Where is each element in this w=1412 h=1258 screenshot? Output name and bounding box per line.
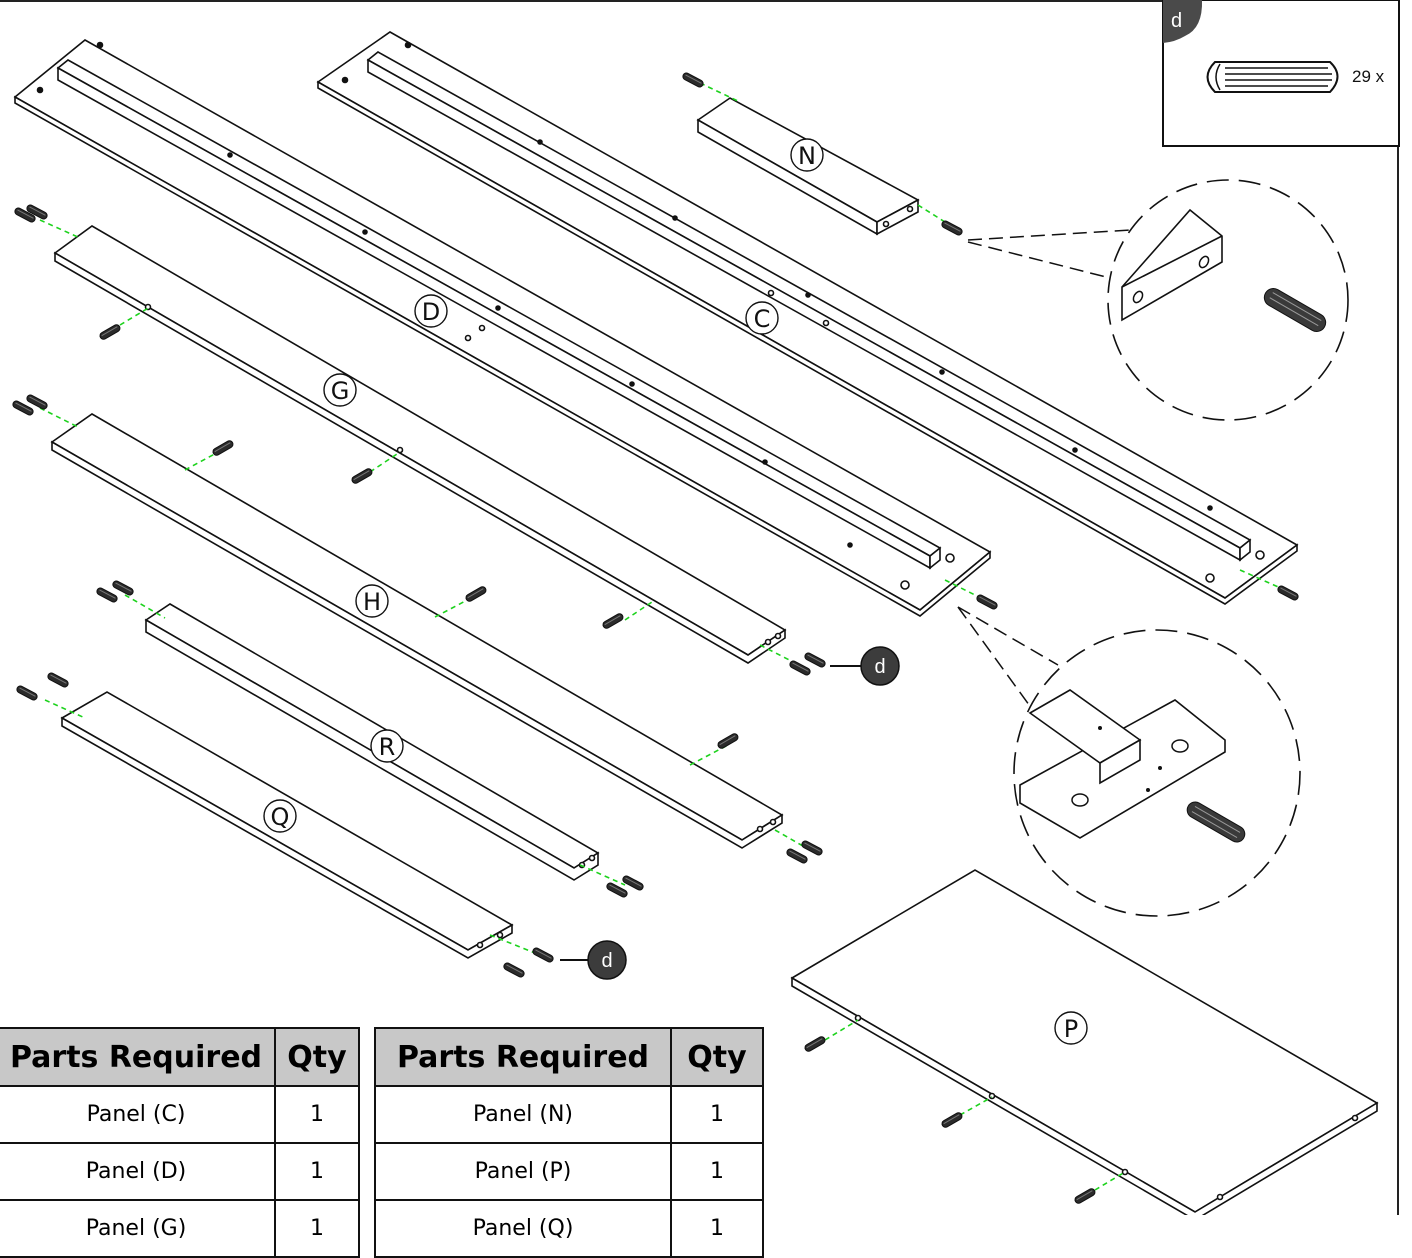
svg-text:D: D (422, 298, 440, 326)
label-p: P (1054, 1011, 1088, 1045)
hardware-count: 29 x (1352, 67, 1385, 86)
part-name: Panel (Q) (374, 1199, 672, 1258)
panel-p (790, 869, 1379, 1215)
hardware-code: d (1171, 10, 1182, 32)
part-name: Panel (D) (0, 1142, 276, 1201)
table-row: Panel (N) 1 (374, 1085, 764, 1144)
table-row: Panel (P) 1 (374, 1142, 764, 1201)
svg-text:d: d (874, 656, 885, 678)
detail-view-bottom (957, 606, 1301, 917)
parts-table-header: Parts Required Qty (374, 1027, 764, 1087)
panel-d (13, 39, 992, 617)
header-parts-required: Parts Required (374, 1027, 672, 1087)
svg-text:N: N (798, 142, 816, 170)
svg-text:G: G (331, 377, 350, 405)
label-n: N (790, 138, 824, 172)
panel-c (316, 31, 1299, 605)
hardware-callout-1: d (830, 646, 900, 686)
parts-table-right: Parts Required Qty Panel (N) 1 Panel (P)… (374, 1027, 764, 1258)
header-parts-required: Parts Required (0, 1027, 276, 1087)
detail-dowel-top (1263, 288, 1327, 332)
panel-r (144, 603, 600, 881)
label-h: H (355, 584, 389, 618)
panel-h (50, 413, 784, 849)
part-qty: 1 (274, 1199, 360, 1258)
table-row: Panel (G) 1 (0, 1199, 360, 1258)
part-name: Panel (G) (0, 1199, 276, 1258)
detail-view-top (967, 179, 1349, 421)
header-qty: Qty (670, 1027, 764, 1087)
part-name: Panel (P) (374, 1142, 672, 1201)
assembly-diagram: d 29 x (11, 0, 1400, 1215)
svg-text:Q: Q (271, 803, 290, 831)
hardware-code-tab (1163, 0, 1203, 43)
label-d: D (414, 294, 448, 328)
svg-text:d: d (601, 950, 612, 972)
svg-text:P: P (1064, 1015, 1078, 1043)
diagram-frame (0, 0, 1399, 1215)
parts-table-left: Parts Required Qty Panel (C) 1 Panel (D)… (0, 1027, 360, 1258)
label-c: C (745, 301, 779, 335)
hardware-callout-2: d (560, 940, 627, 980)
part-name: Panel (C) (0, 1085, 276, 1144)
part-qty: 1 (274, 1142, 360, 1201)
hardware-legend: d 29 x (1162, 0, 1400, 147)
svg-text:H: H (363, 588, 381, 616)
parts-table-header: Parts Required Qty (0, 1027, 360, 1087)
panel-g (53, 225, 787, 664)
part-qty: 1 (670, 1085, 764, 1144)
part-qty: 1 (670, 1199, 764, 1258)
table-row: Panel (D) 1 (0, 1142, 360, 1201)
part-qty: 1 (670, 1142, 764, 1201)
label-g: G (323, 373, 357, 407)
panel-labels: N D C G H R Q P (263, 138, 1088, 1045)
dowel-icon (1206, 61, 1339, 93)
table-row: Panel (Q) 1 (374, 1199, 764, 1258)
label-q: Q (263, 799, 297, 833)
detail-dowel-bottom (1186, 801, 1246, 843)
svg-text:C: C (754, 305, 771, 333)
svg-text:R: R (379, 733, 396, 761)
label-r: R (370, 729, 404, 763)
part-name: Panel (N) (374, 1085, 672, 1144)
table-row: Panel (C) 1 (0, 1085, 360, 1144)
header-qty: Qty (274, 1027, 360, 1087)
part-qty: 1 (274, 1085, 360, 1144)
